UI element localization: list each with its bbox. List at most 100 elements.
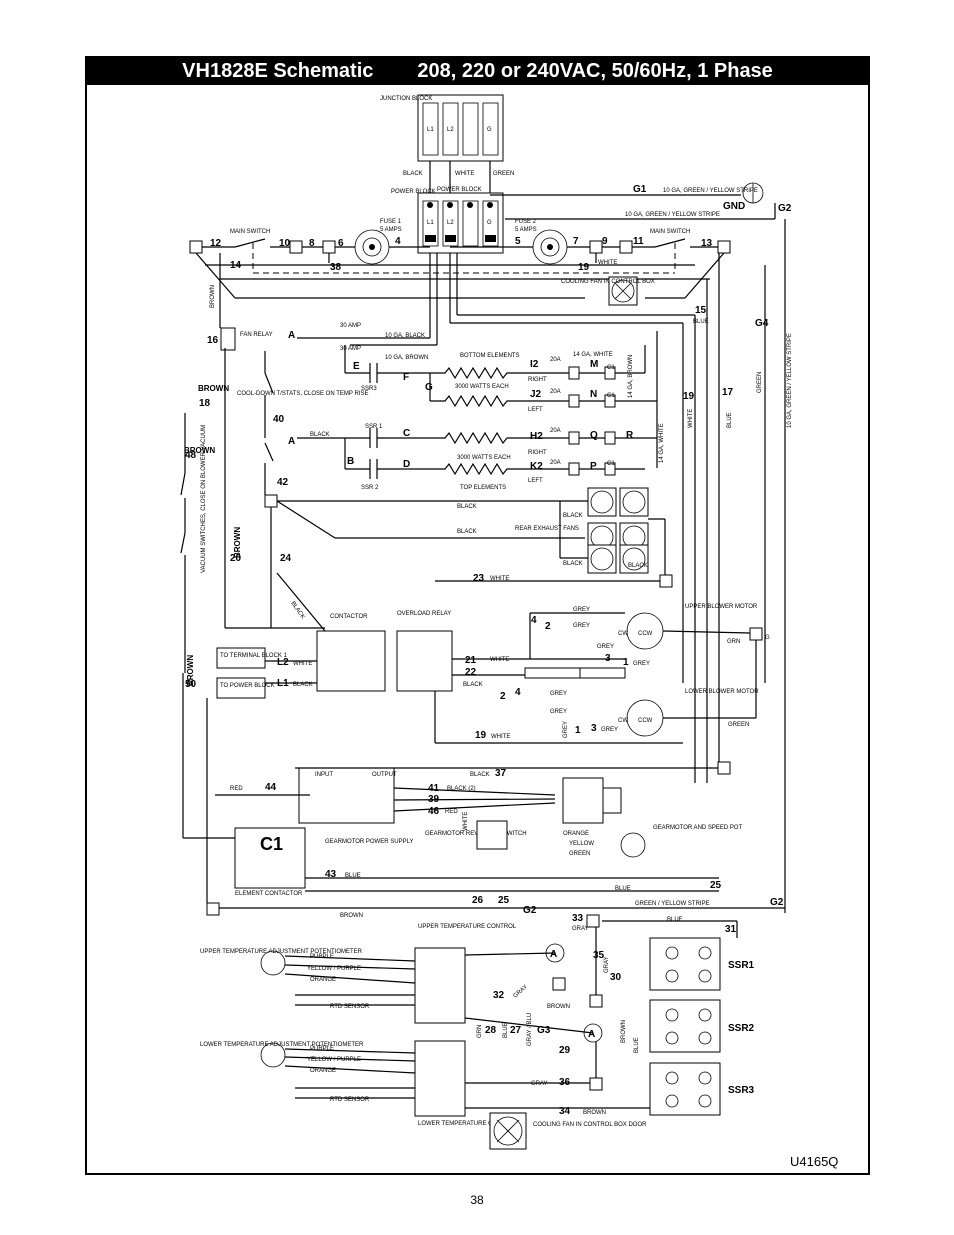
- node-24: 24: [280, 553, 292, 564]
- black-a: BLACK: [310, 432, 330, 438]
- node-p: P: [590, 461, 597, 472]
- connector-circle: [362, 237, 382, 257]
- upper-temp-control-box: [414, 947, 466, 1024]
- gearmotor-speed-pot-label: GEARMOTOR AND SPEED POT: [653, 825, 743, 831]
- cw-lower: CW: [618, 718, 628, 724]
- node-16: 16: [207, 335, 219, 346]
- heating-element-bottom-left: [430, 394, 525, 408]
- motor-ground-g: G: [765, 635, 770, 641]
- top-left-label: LEFT: [528, 478, 543, 484]
- element-contactor-box: [234, 827, 306, 889]
- node-a-top: A: [288, 330, 295, 341]
- terminal-box: [289, 240, 303, 254]
- node-10: 10: [279, 238, 291, 249]
- amp30-b: 30 AMP: [340, 346, 361, 352]
- wire: [180, 472, 186, 496]
- terminal-box: [619, 487, 649, 517]
- heating-element-top-left: [435, 462, 525, 476]
- black-fan-1: BLACK: [457, 504, 477, 510]
- terminal-box: [604, 431, 616, 445]
- terminal-box: [579, 667, 626, 679]
- overload-relay-box: [396, 630, 453, 692]
- node-i2: I2: [530, 359, 539, 370]
- lower-temp-pot-label: LOWER TEMPERATURE ADJUSTMENT POTENTIOMET…: [200, 1042, 364, 1048]
- fuse-2: [532, 229, 568, 265]
- terminal-box: [589, 994, 603, 1008]
- orange-gear: ORANGE: [563, 831, 589, 837]
- rear-exhaust-fans: [587, 487, 649, 574]
- terminal-box: [442, 200, 459, 247]
- terminal-box: [206, 902, 220, 916]
- contactor-label: CONTACTOR: [330, 614, 368, 620]
- amp20-1: 20A: [550, 357, 561, 363]
- terminal-box: [659, 574, 673, 588]
- node-37: 37: [495, 768, 507, 779]
- grey-7: GREY: [563, 721, 569, 738]
- rtd-sensor-upper: RTD SENSOR: [330, 1004, 370, 1010]
- terminal-box: [749, 627, 763, 641]
- node-r: R: [626, 430, 634, 441]
- amp20-3: 20A: [550, 428, 561, 434]
- wire: [234, 238, 266, 248]
- c1-big: C1: [260, 834, 283, 854]
- wire: [264, 372, 274, 394]
- overload-relay-label: OVERLOAD RELAY: [397, 611, 451, 617]
- page-subtitle: 208, 220 or 240VAC, 50/60Hz, 1 Phase: [417, 60, 773, 82]
- wire: [496, 1119, 520, 1143]
- terminal-13: [717, 240, 731, 254]
- green-yellow-stripe: GREEN / YELLOW STRIPE: [635, 901, 710, 907]
- node-12: 12: [210, 238, 222, 249]
- fan-relay-box: [220, 327, 236, 351]
- black-37: BLACK: [470, 772, 490, 778]
- bottom-elements-label: BOTTOM ELEMENTS: [460, 353, 520, 359]
- connector-circle: [665, 1071, 679, 1085]
- black-fan-3: BLACK: [563, 513, 583, 519]
- connector-circle: [665, 946, 679, 960]
- fuse1-amps: 5 AMPS: [380, 227, 402, 233]
- blue-25: BLUE: [615, 886, 631, 892]
- main-switch-left-label: MAIN SWITCH: [230, 229, 270, 235]
- to-power-block-label: TO POWER BLOCK: [220, 683, 275, 689]
- grey-8: GREY: [601, 727, 618, 733]
- black-l1: BLACK: [293, 682, 313, 688]
- node-13: 13: [701, 238, 713, 249]
- node-38: 38: [330, 262, 342, 273]
- cool-down-label: COOL-DOWN T/STATS, CLOSE ON TEMP RISE: [237, 391, 368, 397]
- connector-circle: [583, 1023, 603, 1043]
- node-19-white: WHITE: [598, 260, 617, 266]
- drawing-number: U4165Q: [790, 1154, 839, 1169]
- node-46: 46: [428, 806, 440, 817]
- grey-5: GREY: [550, 691, 567, 697]
- node-18: 18: [199, 398, 211, 409]
- pb-g: G: [487, 220, 492, 226]
- connector-circle: [665, 1094, 679, 1108]
- brown-ssr: BROWN: [621, 1020, 627, 1043]
- terminal-box: [568, 366, 580, 380]
- main-switch-right-label: MAIN SWITCH: [650, 229, 690, 235]
- node-42: 42: [277, 477, 289, 488]
- wire-14-brown: 14 GA, BROWN: [628, 355, 634, 398]
- grn-upper: GRN: [727, 639, 740, 645]
- lamp-a-lower: A: [588, 1029, 595, 1040]
- ssr2-small: SSR 2: [361, 485, 379, 491]
- junction-block: L1 L2 G JUNCTION BLOCK: [380, 94, 504, 162]
- node-34: 34: [559, 1106, 571, 1117]
- black-22: BLACK: [463, 682, 483, 688]
- terminal-box: [417, 94, 504, 162]
- upper-temp-control-label: UPPER TEMPERATURE CONTROL: [418, 924, 517, 930]
- wire-blue-15: BLUE: [693, 319, 709, 325]
- node-21: 21: [465, 655, 477, 666]
- node-4: 4: [395, 236, 401, 247]
- gnd-label: GND: [723, 201, 745, 212]
- node-19-bottom: 19: [475, 730, 487, 741]
- node-g2-bottom: G2: [770, 897, 784, 908]
- wire: [393, 787, 556, 796]
- ssr1-label: SSR1: [728, 960, 755, 971]
- orange-upper: ORANGE: [310, 977, 336, 983]
- ccw-upper: CCW: [638, 631, 653, 637]
- red-label: RED: [230, 786, 243, 792]
- node-43: 43: [325, 869, 337, 880]
- brown-bottom: BROWN: [340, 913, 363, 919]
- white-vertical: WHITE: [688, 409, 694, 428]
- ground-symbol: GND G2: [723, 182, 792, 214]
